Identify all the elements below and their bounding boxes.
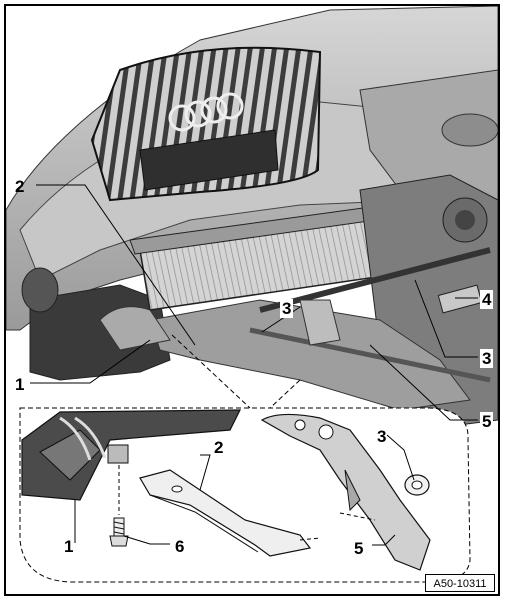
callout-3-detail: 3: [377, 427, 387, 446]
callout-3-right: 3: [480, 349, 494, 368]
callout-2-main: 1: [15, 375, 25, 394]
leader-lines: [30, 184, 478, 546]
callout-1-detail: 1: [64, 537, 74, 556]
callout-5-main: 5: [480, 412, 494, 431]
lock-carrier-part: [21, 409, 241, 501]
figure-reference-code: A50-10311: [425, 574, 495, 592]
callout-2-detail: 2: [214, 438, 224, 457]
brand-rings-emblem: [168, 92, 244, 132]
bracket-part: [139, 469, 321, 557]
diagram-frame: [4, 4, 500, 596]
bolt-part: [109, 465, 129, 547]
callout-4: 4: [480, 290, 494, 309]
side-member-part: [260, 413, 431, 571]
radiator-grille: [90, 46, 322, 202]
callout-1-main: 2: [15, 177, 25, 196]
engine-bay: [99, 174, 498, 431]
callout-5-detail: 5: [354, 539, 364, 558]
callout-3-upper: 3: [280, 299, 294, 318]
nut-part: [404, 474, 430, 496]
callout-6: 6: [175, 537, 185, 556]
radiator-core: [129, 204, 391, 311]
